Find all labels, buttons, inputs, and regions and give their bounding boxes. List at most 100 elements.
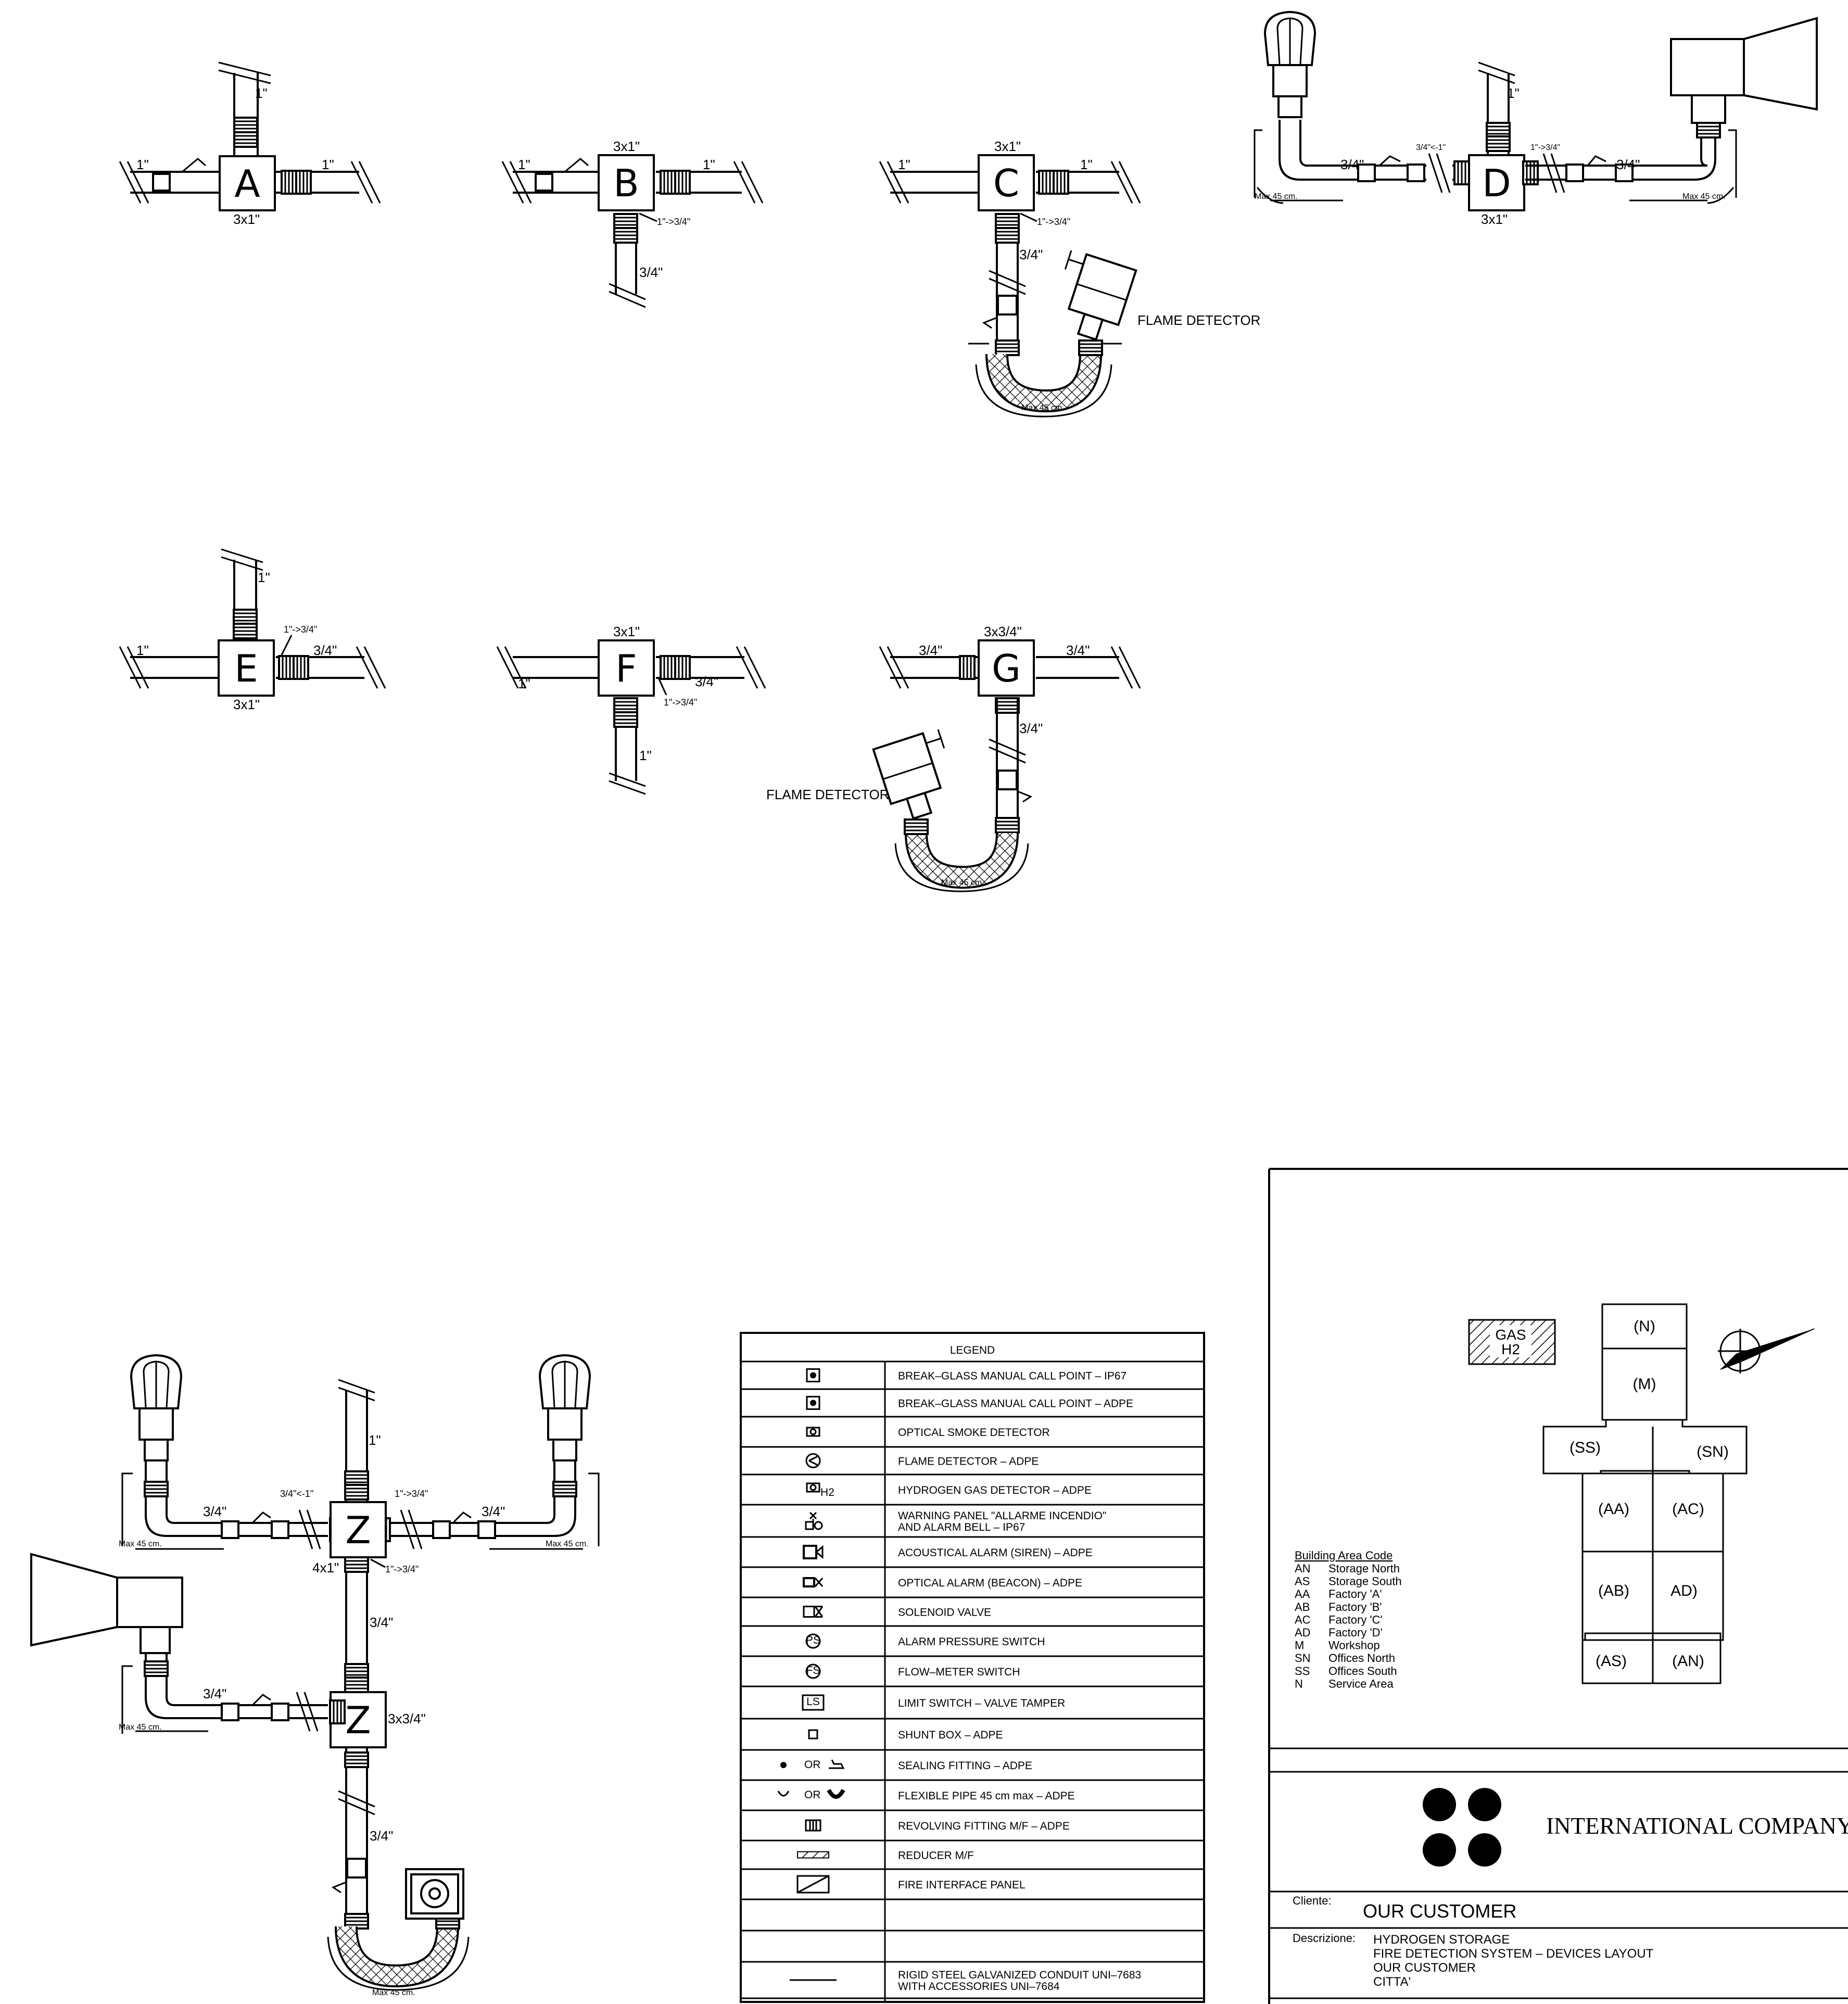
building-name: Workshop bbox=[1328, 1639, 1380, 1652]
legend-symbol-text: H2 bbox=[820, 1486, 834, 1498]
area-an: (AN) bbox=[1672, 1653, 1704, 1670]
area-sn: (SN) bbox=[1697, 1443, 1729, 1460]
label-34: 3/4" bbox=[370, 1615, 393, 1630]
legend-symbol-text: OR bbox=[804, 1759, 821, 1771]
detail-f-letter: F bbox=[615, 647, 637, 690]
legend-label: WARNING PANEL "ALLARME INCENDIO" bbox=[898, 1510, 1106, 1522]
label-1in: 1" bbox=[1507, 85, 1520, 101]
label-max45: Max 45 cm. bbox=[1021, 404, 1065, 412]
detail-z: Z Z bbox=[30, 1354, 600, 1997]
area-n: (N) bbox=[1634, 1318, 1655, 1335]
label-34: 3/4" bbox=[919, 642, 942, 658]
legend-label: BREAK–GLASS MANUAL CALL POINT – ADPE bbox=[898, 1398, 1133, 1410]
legend-table: LEGEND BREAK–GLASS MANUAL CALL POINT – I… bbox=[740, 1332, 1205, 2003]
legend-title: LEGEND bbox=[950, 1344, 995, 1356]
label-1in: 1" bbox=[136, 642, 149, 658]
site-plan: GAS H2 (N) (M) (SS) (SN) (AA) (AC) (AB) … bbox=[1468, 1303, 1815, 1684]
detail-f: F 3x1" 1" 3/4" 1"->3/4" 1" bbox=[496, 624, 766, 795]
legend-label: SOLENOID VALVE bbox=[898, 1607, 991, 1619]
label-reducer: 1"->3/4" bbox=[284, 624, 317, 635]
building-code: SN bbox=[1295, 1652, 1311, 1665]
detail-c: C 3x1" 1" 1" 1"->3/4" 3/4" FLAME DETECTO… bbox=[879, 138, 1260, 418]
label-34: 3/4" bbox=[482, 1504, 505, 1519]
legend-label: ALARM PRESSURE SWITCH bbox=[898, 1636, 1045, 1648]
legend-label: ACOUSTICAL ALARM (SIREN) – ADPE bbox=[898, 1547, 1093, 1559]
description-line: HYDROGEN STORAGE bbox=[1373, 1933, 1510, 1947]
building-code: AA bbox=[1295, 1587, 1310, 1600]
legend-label: FLEXIBLE PIPE 45 cm max – ADPE bbox=[898, 1790, 1075, 1802]
label-reducer: 1"->3/4" bbox=[1530, 143, 1560, 152]
label-reducer: 1"->3/4" bbox=[664, 697, 697, 708]
legend-label: OPTICAL ALARM (BEACON) – ADPE bbox=[898, 1577, 1082, 1589]
fire-panel-icon bbox=[796, 1875, 830, 1894]
label-34: 3/4" bbox=[695, 674, 718, 689]
legend-rows: BREAK–GLASS MANUAL CALL POINT – IP67BREA… bbox=[741, 1368, 1204, 1999]
label-1in: 1" bbox=[369, 1432, 381, 1448]
title-block-frame bbox=[1268, 1168, 1848, 2004]
legend-label: BREAK–GLASS MANUAL CALL POINT – IP67 bbox=[898, 1370, 1126, 1382]
label-34: 3/4" bbox=[1616, 157, 1640, 172]
area-ad: AD) bbox=[1670, 1582, 1698, 1599]
legend-label: REVOLVING FITTING M/F – ADPE bbox=[898, 1820, 1070, 1832]
label-max45: Max 45 cm. bbox=[941, 878, 984, 887]
detail-d: D 3/4" 3/4" 3/4"<-1" 1"->3/4" 1" 3x1" Ma… bbox=[1254, 11, 1818, 227]
detail-d-letter: D bbox=[1482, 161, 1511, 205]
building-code: AC bbox=[1295, 1613, 1311, 1626]
label-1in: 1" bbox=[518, 676, 530, 691]
detail-g-letter: G bbox=[992, 647, 1021, 690]
building-code: N bbox=[1295, 1677, 1303, 1690]
label-max45: Max 45 cm. bbox=[372, 1988, 415, 1997]
area-m: (M) bbox=[1633, 1376, 1656, 1393]
label-4x1: 4x1" bbox=[312, 1560, 339, 1576]
label-3x1: 3x1" bbox=[233, 697, 260, 712]
label-3x34: 3x3/4" bbox=[388, 1711, 426, 1726]
legend-label: AND ALARM BELL – IP67 bbox=[898, 1521, 1025, 1533]
building-name: Storage South bbox=[1328, 1575, 1402, 1588]
label-max45: Max 45 cm. bbox=[546, 1540, 589, 1548]
legend-symbol-text: PS bbox=[806, 1634, 820, 1646]
detail-c-letter: C bbox=[993, 161, 1019, 205]
area-as: (AS) bbox=[1596, 1653, 1627, 1670]
label-1in: 1" bbox=[136, 157, 149, 172]
detail-a: A 1" 1" 1" 3x1" bbox=[119, 61, 381, 227]
label-reducer: 1"->3/4" bbox=[395, 1489, 428, 1499]
legend-symbol-text: FS bbox=[806, 1665, 820, 1677]
building-code: AS bbox=[1295, 1575, 1310, 1588]
label-3x1: 3x1" bbox=[994, 138, 1021, 154]
legend-label: REDUCER M/F bbox=[898, 1850, 974, 1862]
label-3x1: 3x1" bbox=[613, 624, 640, 639]
call-point-adpe-icon bbox=[806, 1396, 820, 1410]
company-logo-icon bbox=[1423, 1788, 1501, 1867]
label-3x1: 3x1" bbox=[1481, 211, 1508, 227]
flame-detector-icon bbox=[805, 1453, 821, 1468]
legend-label: OPTICAL SMOKE DETECTOR bbox=[898, 1427, 1050, 1439]
building-name: Factory 'D' bbox=[1328, 1626, 1383, 1639]
building-code: SS bbox=[1295, 1665, 1310, 1678]
label-3x1: 3x1" bbox=[233, 211, 260, 227]
building-name: Factory 'A' bbox=[1328, 1587, 1382, 1600]
building-code: M bbox=[1295, 1639, 1304, 1652]
building-name: Service Area bbox=[1328, 1677, 1394, 1690]
label-3x1: 3x1" bbox=[613, 138, 640, 154]
flexible-pipe-icon: OR bbox=[777, 1788, 845, 1801]
label-1in: 1" bbox=[703, 157, 715, 172]
label-1in: 1" bbox=[1080, 157, 1093, 172]
legend-label: LIMIT SWITCH – VALVE TAMPER bbox=[898, 1697, 1065, 1709]
title-block: INTERNATIONAL COMPANY Cliente: OUR CUSTO… bbox=[1293, 1788, 1848, 1989]
siren-icon bbox=[803, 1545, 824, 1559]
label-1in: 1" bbox=[258, 570, 270, 585]
label-1in: 1" bbox=[322, 157, 334, 172]
building-name: Storage North bbox=[1328, 1562, 1400, 1575]
label-34: 3/4" bbox=[203, 1504, 226, 1519]
label-reducer: 1"->3/4" bbox=[657, 217, 690, 227]
shunt-box-icon bbox=[808, 1729, 818, 1740]
legend-label: SEALING FITTING – ADPE bbox=[898, 1760, 1032, 1772]
building-name: Offices North bbox=[1328, 1652, 1395, 1665]
solenoid-valve-icon bbox=[803, 1606, 824, 1618]
description-line: CITTA' bbox=[1373, 1975, 1411, 1989]
label-reducer: 1"->3/4" bbox=[1037, 217, 1070, 227]
building-code: AB bbox=[1295, 1600, 1310, 1614]
revolving-fitting-icon bbox=[805, 1819, 821, 1832]
detail-e-letter: E bbox=[234, 647, 258, 690]
area-aa: (AA) bbox=[1598, 1501, 1629, 1518]
